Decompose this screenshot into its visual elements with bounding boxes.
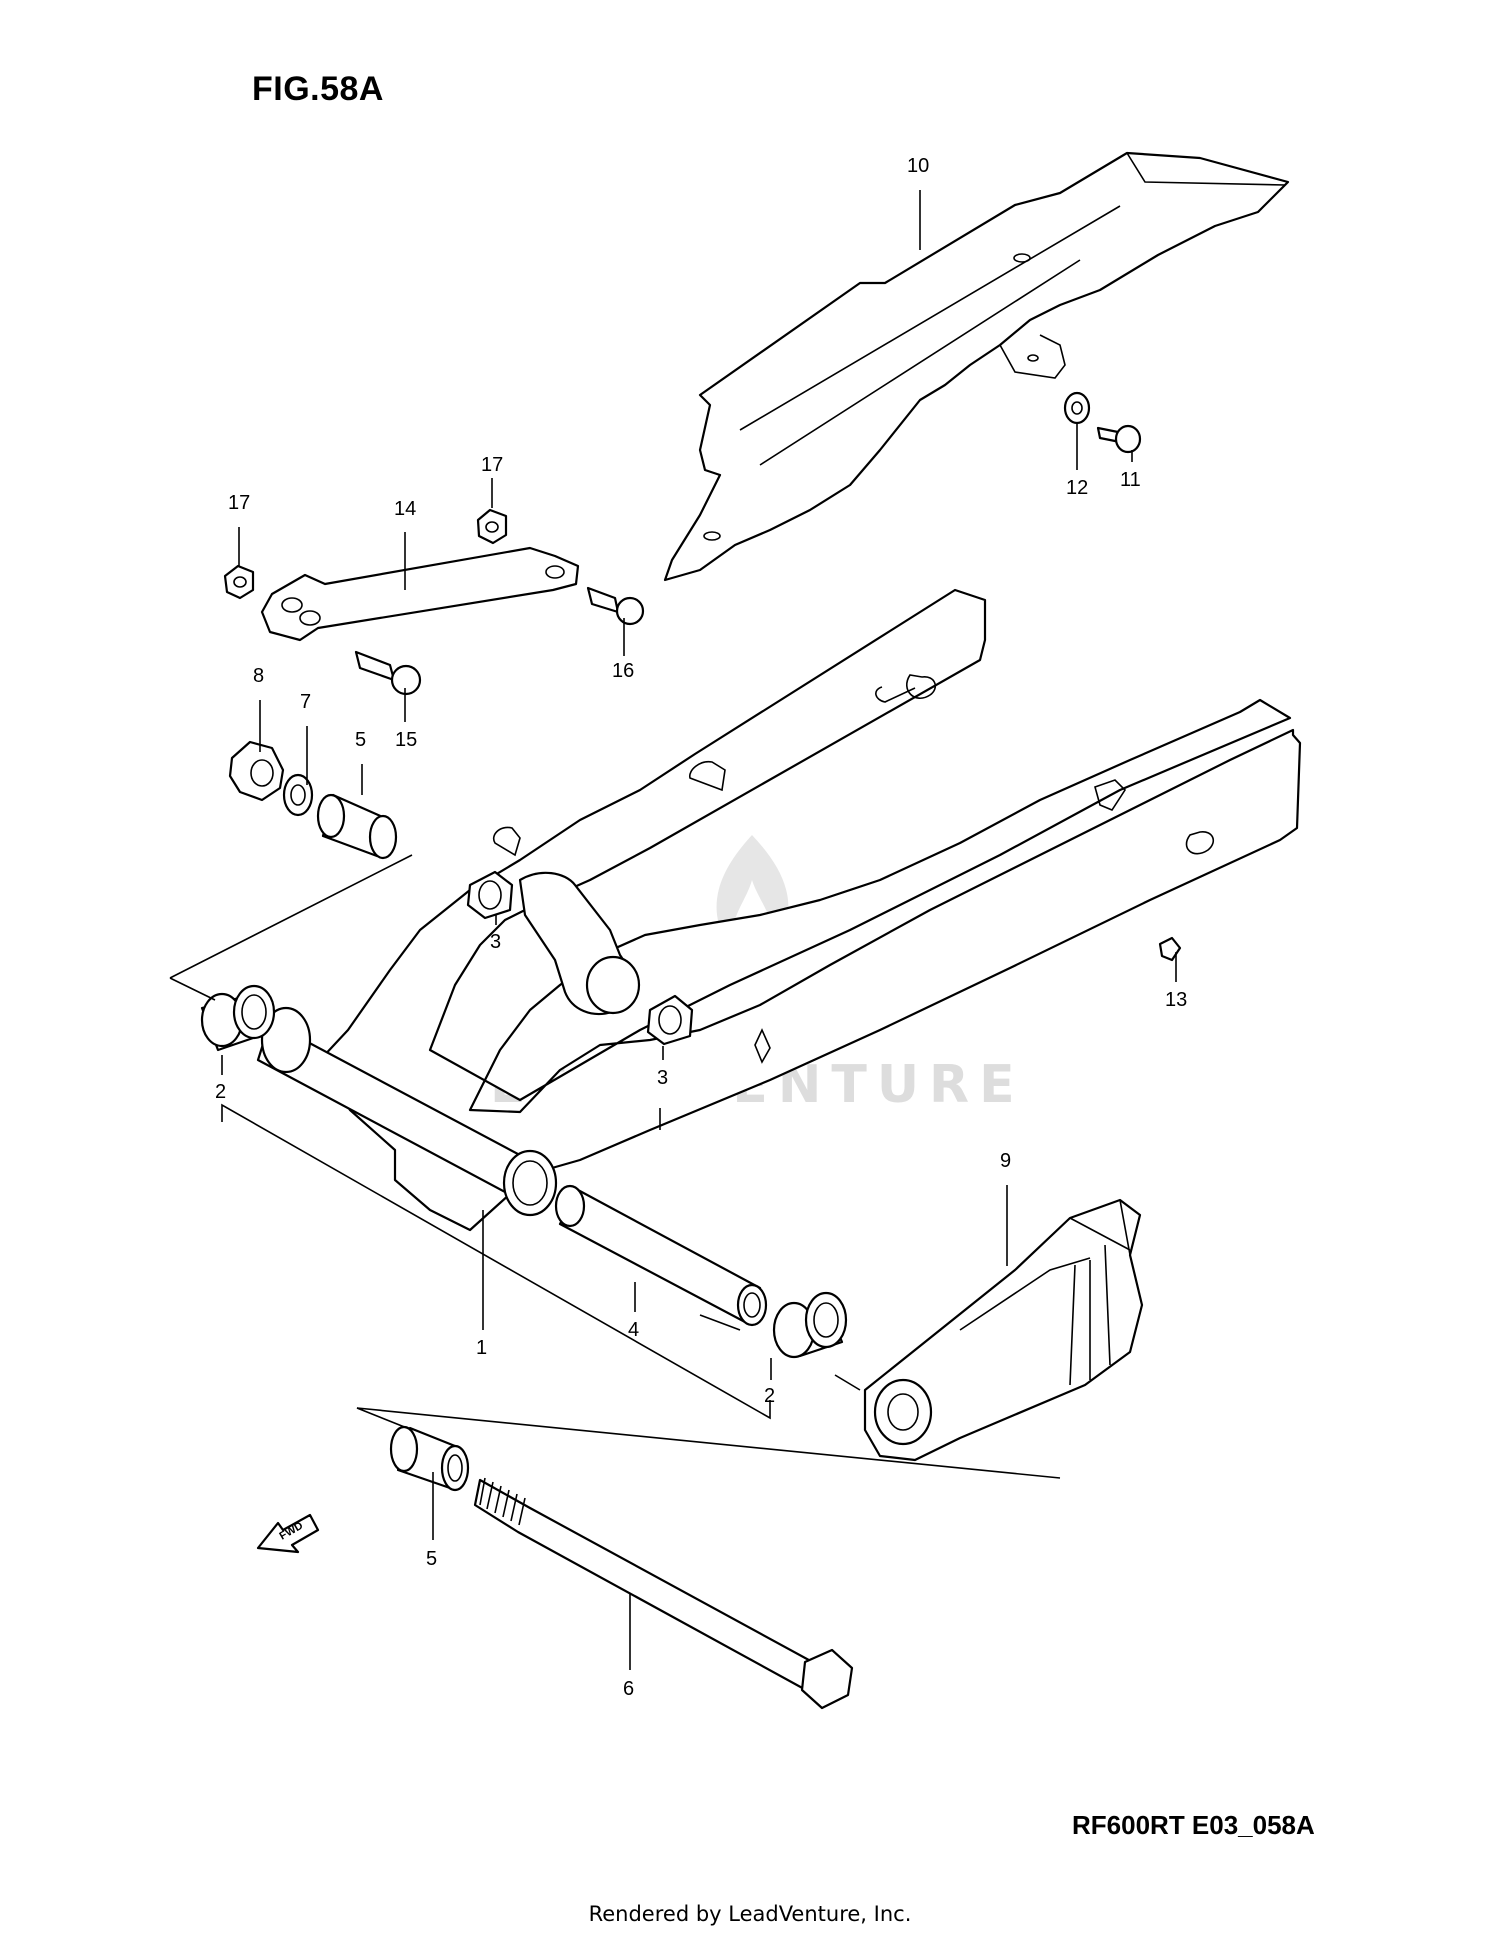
callout-11: 11: [1120, 469, 1141, 491]
fwd-arrow-icon: FWD: [256, 1513, 320, 1554]
part-12-washer[interactable]: [1063, 391, 1091, 425]
callout-7: 7: [300, 691, 311, 713]
part-10-chain-case[interactable]: [663, 151, 1290, 582]
callout-1: 1: [476, 1337, 487, 1359]
part-13-grease-nipple[interactable]: [1158, 936, 1182, 962]
part-1-swingarm[interactable]: [256, 588, 1302, 1232]
swingarm-pivot-mount: [518, 871, 641, 1016]
part-5-spacer-upper[interactable]: [316, 793, 398, 860]
footer-credit: Rendered by LeadVenture, Inc.: [588, 1902, 912, 1926]
part-11-bolt[interactable]: [1096, 424, 1142, 454]
callout-10: 10: [907, 155, 929, 177]
callout-14: 14: [394, 498, 416, 520]
part-16-bolt[interactable]: [586, 586, 645, 626]
part-2-bushing-right[interactable]: [772, 1291, 848, 1359]
callout-17: 17: [481, 454, 503, 476]
part-6-pivot-bolt[interactable]: [473, 1477, 854, 1710]
callout-16: 16: [612, 660, 634, 682]
callout-13: 13: [1165, 989, 1187, 1011]
callout-3: 3: [490, 931, 501, 953]
part-2-bushing-left[interactable]: [200, 984, 276, 1052]
assembly-guide-lines: [169, 854, 1061, 1479]
callout-9: 9: [1000, 1150, 1011, 1172]
callout-5: 5: [355, 729, 366, 751]
callout-2: 2: [215, 1081, 226, 1103]
part-14-torque-link[interactable]: [260, 546, 580, 642]
callout-leaders: [221, 190, 1177, 1670]
part-3-bushing-upper[interactable]: [466, 870, 514, 920]
part-7-washer[interactable]: [282, 773, 314, 817]
part-15-bolt[interactable]: [354, 650, 422, 696]
callout-5: 5: [426, 1548, 437, 1570]
part-4-sleeve[interactable]: [554, 1184, 768, 1327]
callout-15: 15: [395, 729, 417, 751]
part-3-bushing-lower[interactable]: [646, 994, 694, 1046]
part-17-nut-left[interactable]: [223, 564, 255, 600]
watermark-flame-icon: [716, 835, 789, 955]
callout-6: 6: [623, 1678, 634, 1700]
part-17-nut-right[interactable]: [476, 508, 508, 545]
callout-3: 3: [657, 1067, 668, 1089]
callout-17: 17: [228, 492, 250, 514]
part-5-spacer-lower[interactable]: [389, 1425, 470, 1492]
callout-8: 8: [253, 665, 264, 687]
part-8-nut[interactable]: [228, 740, 285, 802]
part-9-chain-buffer[interactable]: [863, 1198, 1144, 1462]
figure-code: RF600RT E03_058A: [1072, 1810, 1315, 1840]
callout-12: 12: [1066, 477, 1088, 499]
callout-4: 4: [628, 1319, 639, 1341]
callout-labels: 1 2 2 3 3 4 5 5 6 7 8 9 10 11 12 13 14 1…: [215, 155, 1187, 1700]
callout-2: 2: [764, 1385, 775, 1407]
figure-title: FIG.58A: [252, 70, 384, 108]
